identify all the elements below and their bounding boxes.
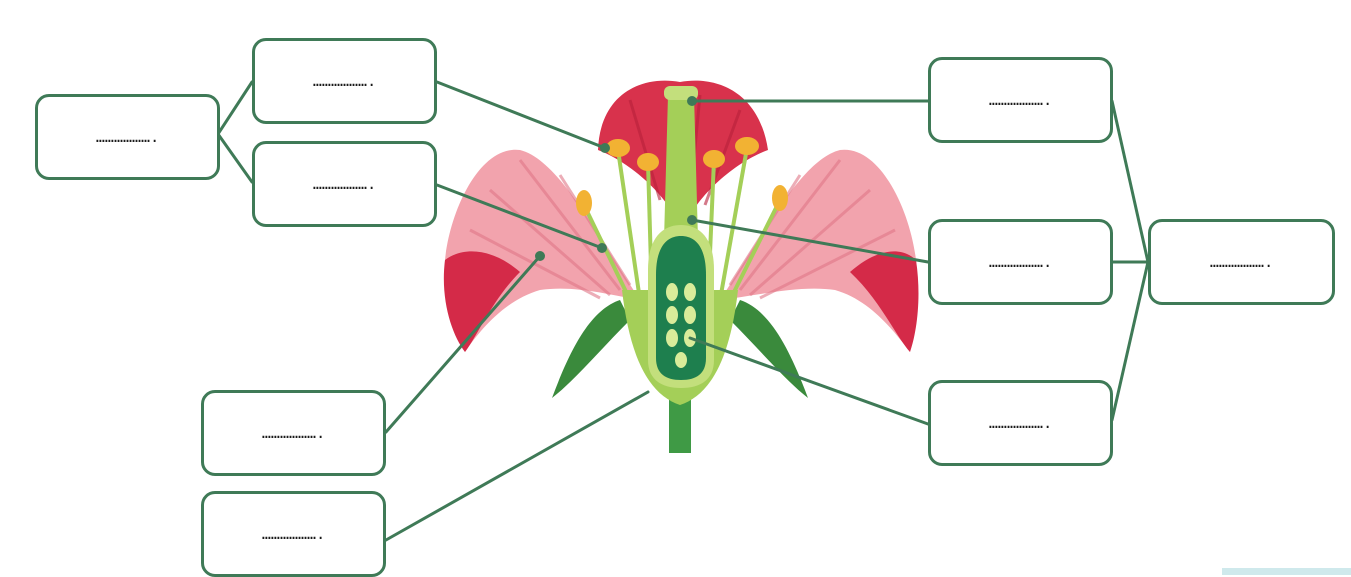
label-blank: ………………. xyxy=(313,72,376,90)
label-blank: ………………. xyxy=(96,128,159,146)
sepal-line xyxy=(386,392,648,540)
label-box-filament[interactable]: ………………. xyxy=(252,141,437,227)
flower-illustration xyxy=(444,81,919,453)
label-blank: ………………. xyxy=(989,253,1052,271)
label-box-stigma[interactable]: ………………. xyxy=(928,57,1113,143)
label-box-right-group[interactable]: ………………. xyxy=(1148,219,1335,305)
label-box-anther[interactable]: ………………. xyxy=(252,38,437,124)
left-bracket-line xyxy=(218,82,252,182)
label-blank: ………………. xyxy=(313,175,376,193)
corner-decoration xyxy=(1222,568,1351,575)
right-sepal xyxy=(730,300,808,398)
label-blank: ………………. xyxy=(262,525,325,543)
left-sepal xyxy=(552,300,630,398)
right-bracket-line xyxy=(1112,101,1148,420)
label-box-ovary[interactable]: ………………. xyxy=(928,380,1113,466)
right-petal-tip xyxy=(850,251,918,352)
label-box-sepal[interactable]: ………………. xyxy=(201,491,386,577)
anther-line xyxy=(437,82,605,148)
label-box-left-group[interactable]: ………………. xyxy=(35,94,220,180)
label-blank: ………………. xyxy=(1210,253,1273,271)
label-blank: ………………. xyxy=(262,424,325,442)
label-blank: ………………. xyxy=(989,414,1052,432)
label-box-style[interactable]: ………………. xyxy=(928,219,1113,305)
ovary-line xyxy=(690,338,928,424)
label-blank: ………………. xyxy=(989,91,1052,109)
label-box-petal[interactable]: ………………. xyxy=(201,390,386,476)
